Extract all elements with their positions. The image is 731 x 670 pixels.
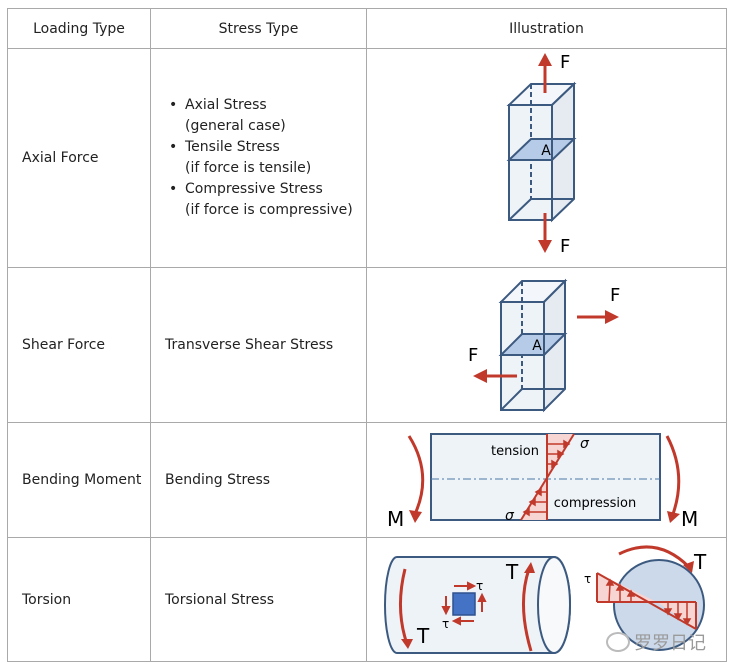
watermark: 罗罗日记: [606, 629, 706, 655]
table-row: Bending Moment Bending Stress tension: [7, 422, 727, 538]
moment-arrow-right: [665, 434, 681, 514]
axial-diagram: A F F: [506, 52, 577, 257]
loading-type-cell: Bending Moment: [7, 422, 151, 538]
tau-label-top: τ: [476, 579, 483, 593]
area-plane: [498, 332, 568, 356]
torque-arrow-section: [618, 544, 691, 568]
torsion-illustration: τ τ T T: [366, 537, 727, 662]
area-label: A: [541, 143, 551, 159]
stress-table: Loading Type Stress Type Illustration Ax…: [7, 8, 727, 662]
tau-label-section: τ: [584, 572, 591, 586]
force-label-bottom: F: [560, 236, 570, 257]
stress-type-cell: Axial Stress(general case) Tensile Stres…: [150, 48, 367, 268]
torque-label-section: T: [693, 550, 707, 574]
list-item: Axial Stress(general case): [169, 95, 366, 137]
force-label-top: F: [560, 52, 570, 73]
stress-type-cell: Transverse Shear Stress: [150, 267, 367, 423]
header-stress-type: Stress Type: [150, 8, 367, 49]
list-item: Tensile Stress(if force is tensile): [169, 137, 366, 179]
force-label-left: F: [468, 345, 478, 366]
moment-label-right: M: [681, 507, 698, 531]
torque-arrow-left: [398, 568, 409, 644]
sigma-label-bottom: σ: [505, 508, 515, 524]
area-label: A: [532, 338, 542, 354]
shear-distribution: [596, 571, 697, 630]
moment-label-left: M: [387, 507, 404, 531]
list-item: Compressive Stress(if force is compressi…: [169, 179, 366, 221]
torque-label-left: T: [416, 624, 430, 648]
torsion-diagram: τ τ T T: [384, 544, 707, 654]
axial-illustration: A F F: [366, 48, 727, 268]
bending-illustration: tension compression σ σ M M: [366, 422, 727, 538]
stress-list: Axial Stress(general case) Tensile Stres…: [165, 95, 366, 221]
tension-label: tension: [491, 444, 539, 459]
table-row: Torsion Torsional Stress τ τ T: [7, 537, 727, 662]
torque-arrow-center: [522, 568, 533, 651]
stress-distribution: [520, 432, 575, 521]
header-loading-type: Loading Type: [7, 8, 151, 49]
wechat-icon: [606, 632, 630, 652]
torque-label-center: T: [505, 560, 519, 584]
table-row: Shear Force Transverse Shear Stress A F …: [7, 267, 727, 423]
stress-type-cell: Torsional Stress: [150, 537, 367, 662]
tau-label-bottom: τ: [442, 617, 449, 631]
stress-element: [452, 591, 476, 616]
header-row: Loading Type Stress Type Illustration: [7, 8, 727, 49]
table-row: Axial Force Axial Stress(general case) T…: [7, 48, 727, 268]
force-label-right: F: [610, 285, 620, 306]
sigma-label-top: σ: [580, 436, 590, 452]
header-illustration: Illustration: [366, 8, 727, 49]
compression-label: compression: [554, 496, 636, 511]
stress-type-cell: Bending Stress: [150, 422, 367, 538]
shear-diagram: A F F: [468, 278, 620, 412]
shear-illustration: A F F: [366, 267, 727, 423]
cross-section: [613, 558, 705, 651]
loading-type-cell: Torsion: [7, 537, 151, 662]
area-plane: [506, 137, 577, 161]
moment-arrow-left: [407, 434, 425, 515]
watermark-text: 罗罗日记: [634, 633, 706, 654]
loading-type-cell: Axial Force: [7, 48, 151, 268]
bending-diagram: tension compression σ σ M M: [387, 432, 698, 531]
loading-type-cell: Shear Force: [7, 267, 151, 423]
